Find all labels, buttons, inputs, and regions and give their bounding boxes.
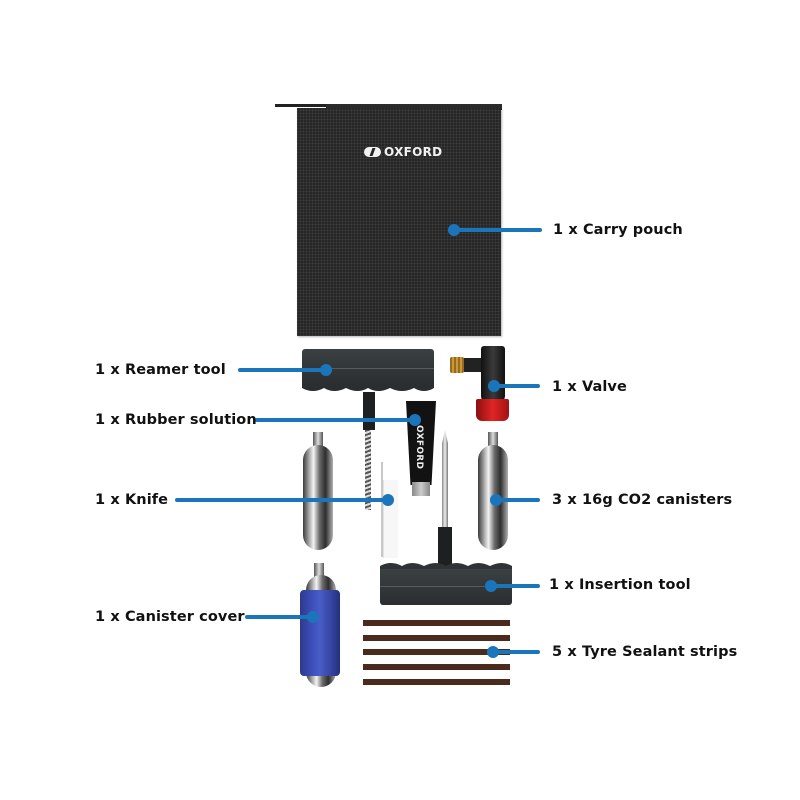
label-sealant-strips: 5 x Tyre Sealant strips	[552, 644, 738, 660]
callout-dot-valve	[488, 380, 500, 392]
reamer-screw	[365, 430, 371, 510]
sealant-strip	[363, 635, 510, 641]
insertion-grip	[380, 563, 512, 570]
callout-dot-sealant-strips	[487, 646, 499, 658]
canister-neck	[313, 432, 323, 446]
label-reamer-tool: 1 x Reamer tool	[95, 362, 226, 378]
oxford-logo: OXFORD	[364, 145, 442, 159]
callout-dot-knife	[382, 494, 394, 506]
callout-line-carry-pouch	[454, 228, 542, 232]
sealant-strip	[363, 620, 510, 626]
carry-pouch-image	[297, 108, 501, 336]
oxford-logo-icon	[364, 147, 381, 157]
callout-dot-reamer-tool	[320, 364, 332, 376]
callout-line-canister-cover	[245, 615, 315, 619]
label-rubber-solution: 1 x Rubber solution	[95, 412, 257, 428]
label-insertion-tool: 1 x Insertion tool	[549, 577, 691, 593]
callout-line-co2-canisters	[496, 498, 540, 502]
callout-dot-rubber-solution	[409, 414, 421, 426]
reamer-shaft	[363, 392, 375, 430]
callout-dot-canister-cover	[307, 611, 319, 623]
callout-dot-carry-pouch	[448, 224, 460, 236]
sealant-strip	[363, 664, 510, 670]
callout-line-valve	[494, 384, 540, 388]
sealant-strip	[363, 679, 510, 685]
tube-brand: OXFORD	[414, 425, 424, 470]
insertion-shaft	[438, 527, 452, 567]
pouch-top-edge	[326, 104, 502, 110]
valve-knurl	[450, 357, 464, 373]
tube-cap	[412, 482, 430, 496]
insertion-needle	[442, 430, 448, 540]
callout-line-reamer-tool	[238, 368, 328, 372]
knife-edge	[381, 462, 383, 557]
sealant-strip	[363, 649, 510, 655]
brand-name: OXFORD	[384, 145, 443, 159]
callout-dot-co2-canisters	[490, 494, 502, 506]
co2-canister-left	[303, 445, 333, 550]
pouch-flap	[275, 104, 331, 107]
callout-line-sealant-strips	[493, 650, 540, 654]
label-co2-canisters: 3 x 16g CO2 canisters	[552, 492, 733, 508]
label-canister-cover: 1 x Canister cover	[95, 609, 245, 625]
reamer-grip	[302, 384, 434, 391]
label-valve: 1 x Valve	[552, 379, 627, 395]
callout-line-knife	[175, 498, 389, 502]
canister-neck	[488, 432, 498, 446]
knife-image	[383, 480, 398, 558]
valve-red-cap	[476, 399, 509, 421]
label-knife: 1 x Knife	[95, 492, 169, 508]
valve-arm	[464, 358, 482, 372]
valve-image	[481, 346, 505, 402]
label-carry-pouch: 1 x Carry pouch	[553, 222, 683, 238]
canister-cover-image	[300, 590, 340, 676]
callout-line-rubber-solution	[255, 418, 415, 422]
callout-line-insertion-tool	[491, 584, 540, 588]
canister-neck	[314, 563, 324, 583]
callout-dot-insertion-tool	[485, 580, 497, 592]
